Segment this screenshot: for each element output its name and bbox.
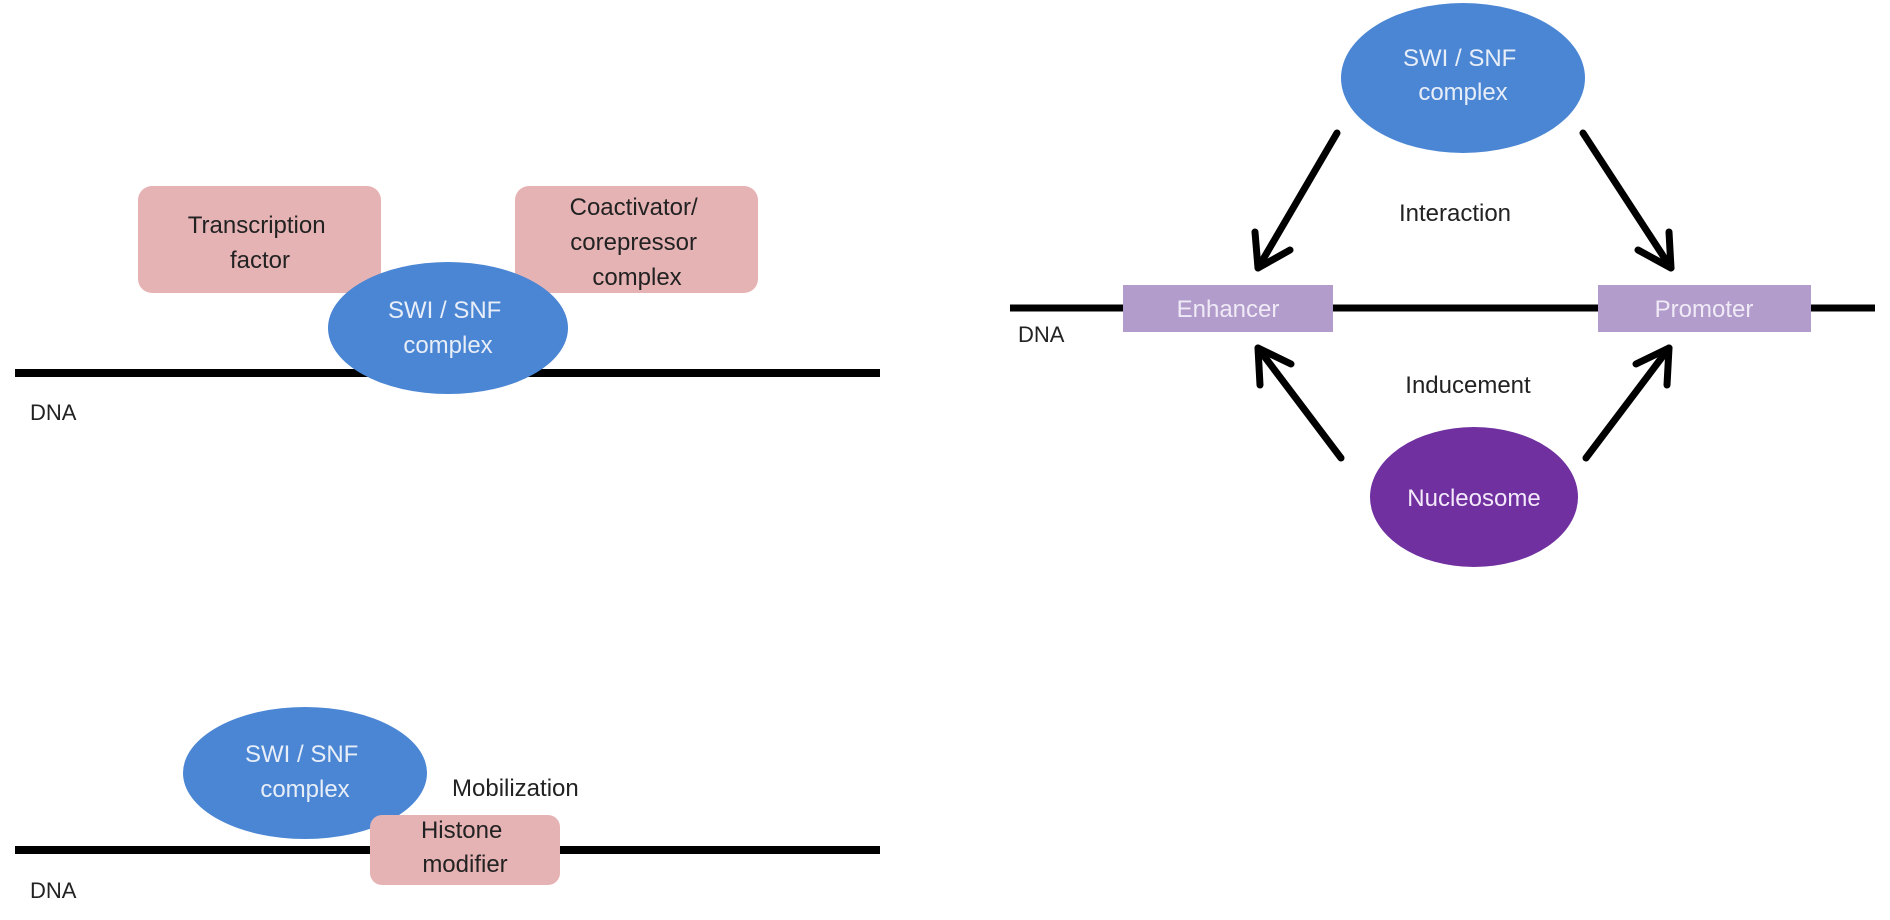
panel-a: DNA Transcription factor Coactivator/ co… <box>15 186 880 425</box>
swi-snf-complex-c <box>1341 3 1585 153</box>
transcription-factor-box <box>138 186 381 293</box>
panel-b: DNA SWI / SNF complex Mobilization Histo… <box>15 707 880 903</box>
coactivator-box <box>515 186 758 293</box>
enhancer-label: Enhancer <box>1177 296 1280 323</box>
dna-label-a: DNA <box>30 400 77 425</box>
swi-snf-label-b: SWI / SNF complex <box>245 741 365 803</box>
swi-snf-complex-b <box>183 707 427 839</box>
inducement-label: Inducement <box>1405 372 1531 399</box>
promoter-box <box>1598 285 1811 332</box>
arrow-nucleosome-to-promoter <box>1582 344 1673 462</box>
enhancer-box <box>1123 285 1333 332</box>
promoter-label: Promoter <box>1655 296 1754 323</box>
panel-c: DNA Enhancer Promoter SWI / SNF complex … <box>1010 3 1875 567</box>
arrow-nucleosome-to-enhancer <box>1254 344 1345 462</box>
arrow-swi-to-enhancer <box>1251 129 1341 272</box>
mobilization-label: Mobilization <box>452 775 579 802</box>
dna-label-b: DNA <box>30 878 77 903</box>
swi-snf-label-c: SWI / SNF complex <box>1403 45 1523 106</box>
histone-modifier-label: Histone modifier <box>421 817 509 878</box>
interaction-label: Interaction <box>1399 200 1511 227</box>
dna-label-c: DNA <box>1018 322 1065 347</box>
transcription-factor-label: Transcription factor <box>188 212 333 274</box>
coactivator-label: Coactivator/ corepressor complex <box>570 194 705 291</box>
swi-snf-complex-a <box>328 262 568 394</box>
histone-modifier-box <box>370 815 560 885</box>
nucleosome-label: Nucleosome <box>1407 485 1540 512</box>
swi-snf-label-a: SWI / SNF complex <box>388 297 508 359</box>
nucleosome <box>1370 427 1578 567</box>
arrow-swi-to-promoter <box>1579 129 1675 272</box>
